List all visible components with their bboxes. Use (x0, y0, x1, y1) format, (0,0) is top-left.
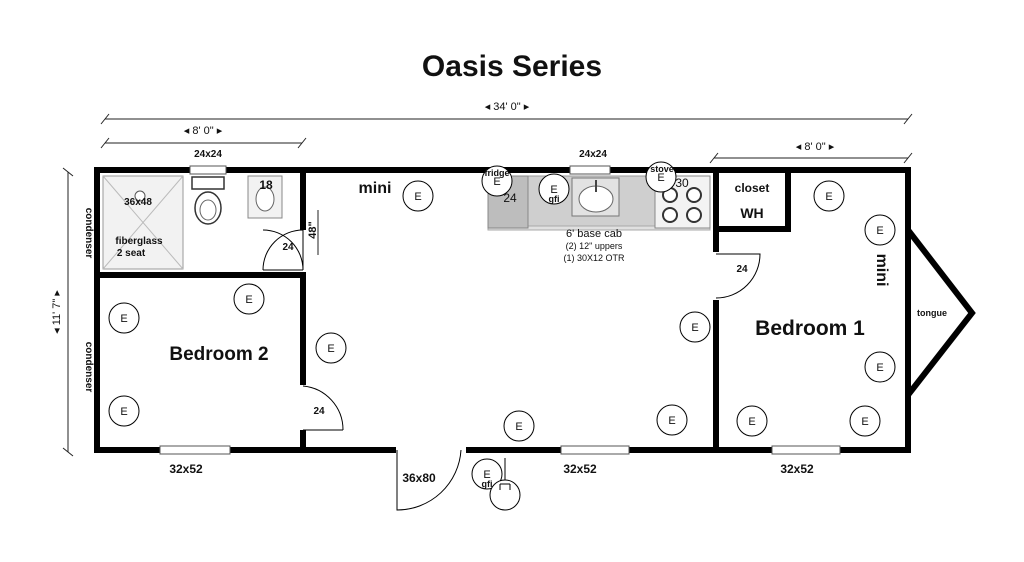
svg-text:E: E (493, 176, 500, 188)
svg-text:E: E (327, 343, 334, 355)
stove: 30 (654, 175, 711, 229)
bedroom2-label: Bedroom 2 (169, 344, 268, 365)
otr-label: (1) 30X12 OTR (563, 253, 625, 263)
bath-door-label: 24 (282, 242, 294, 253)
closet-label: closet (735, 181, 770, 195)
overall-width-label: ◂ 11' 7" ▸ (51, 290, 63, 334)
overall-width-dimension: ◂ 11' 7" ▸ (51, 167, 74, 457)
outlet-symbol: E (538, 173, 570, 205)
left-section-dimension: ◂ 8' 0" ▸ (100, 125, 307, 149)
outlet-symbol: E (849, 405, 881, 437)
fridge-label: fridge (484, 168, 509, 178)
svg-text:E: E (657, 172, 664, 184)
outlet-symbol: E (315, 332, 347, 364)
base-cab-label: 6' base cab (566, 228, 622, 240)
bath-door-height-label: 48" (307, 221, 319, 238)
outlets: E E E E E E E E E E E E E E E E E (108, 161, 896, 490)
bath-door-height: 48" (307, 210, 319, 255)
outlet-symbol: E (656, 404, 688, 436)
tongue-label: tongue (917, 308, 947, 318)
interior-walls (97, 170, 791, 453)
left-section-label: ◂ 8' 0" ▸ (184, 125, 223, 137)
outlet-symbol: E (645, 161, 677, 193)
bedroom1-door-label: 24 (736, 264, 748, 275)
stove-size-label: 30 (675, 176, 689, 190)
right-section-dimension: ◂ 8' 0" ▸ (709, 141, 913, 164)
window-living-label: 32x52 (563, 462, 597, 476)
svg-text:E: E (876, 362, 883, 374)
fridge-size-label: 24 (503, 191, 517, 205)
outlet-symbol: E (108, 395, 140, 427)
trailer-tongue: tongue (905, 228, 976, 397)
svg-text:E: E (245, 294, 252, 306)
svg-text:E: E (876, 225, 883, 237)
overall-length-label: ◂ 34' 0" ▸ (485, 101, 530, 113)
stove-label: stove (650, 164, 674, 174)
condenser-label-bottom: condenser (83, 342, 94, 393)
svg-text:E: E (668, 415, 675, 427)
outlet-symbol: E (813, 180, 845, 212)
water-heater-label: WH (740, 205, 763, 221)
svg-text:E: E (120, 406, 127, 418)
svg-text:E: E (414, 191, 421, 203)
bedroom1-label: Bedroom 1 (755, 317, 865, 340)
outlet-symbol: E (864, 351, 896, 383)
sink (571, 177, 620, 217)
window-kitchen-label: 24x24 (579, 149, 607, 160)
sink-gfi-label: gfi (549, 194, 560, 204)
window-bath-label: 24x24 (194, 149, 222, 160)
svg-text:E: E (483, 469, 490, 481)
outlet-symbol: E (402, 180, 434, 212)
outlet-symbol: E (679, 311, 711, 343)
outlet-symbol: E (503, 410, 535, 442)
exterior-light (489, 458, 521, 511)
bath-door[interactable]: 24 (262, 229, 304, 271)
overall-length-dimension: ◂ 34' 0" ▸ (100, 101, 913, 125)
plan-title: Oasis Series (422, 50, 602, 83)
front-door[interactable]: 36x80 (396, 449, 462, 511)
svg-text:E: E (515, 421, 522, 433)
toilet (191, 176, 225, 225)
svg-text:E: E (825, 191, 832, 203)
window-bedroom1-label: 32x52 (780, 462, 814, 476)
svg-text:E: E (861, 416, 868, 428)
shower: 36x48 fiberglass 2 seat (102, 175, 184, 270)
svg-text:E: E (120, 313, 127, 325)
bedroom2-door-label: 24 (313, 406, 325, 417)
uppers-label: (2) 12" uppers (566, 241, 623, 251)
front-door-label: 36x80 (402, 471, 436, 485)
outlet-symbol: E (481, 165, 513, 197)
right-section-label: ◂ 8' 0" ▸ (796, 141, 835, 153)
outlet-symbol: E (108, 302, 140, 334)
vanity-size-label: 18 (259, 178, 273, 192)
vanity: 18 (247, 175, 283, 219)
outlet-symbol: E (233, 283, 265, 315)
outlet-symbol: E (736, 405, 768, 437)
door-gfi-label: gfi (482, 479, 493, 489)
svg-text:E: E (691, 322, 698, 334)
svg-text:E: E (748, 416, 755, 428)
condenser-label-top: condenser (83, 208, 94, 259)
bedroom2-door[interactable]: 24 (302, 385, 344, 431)
bedroom1-door[interactable]: 24 (715, 253, 761, 299)
mini-split-bedroom-label: mini (873, 254, 890, 287)
shower-desc-1: fiberglass (115, 236, 163, 247)
mini-split-living-label: mini (359, 180, 392, 197)
shower-size-label: 36x48 (124, 197, 152, 208)
svg-text:E: E (550, 184, 557, 196)
outlet-symbol: E (471, 458, 503, 490)
windows (159, 165, 841, 455)
outlet-symbol: E (864, 214, 896, 246)
shower-desc-2: 2 seat (117, 248, 146, 259)
window-bedroom2-label: 32x52 (169, 462, 203, 476)
